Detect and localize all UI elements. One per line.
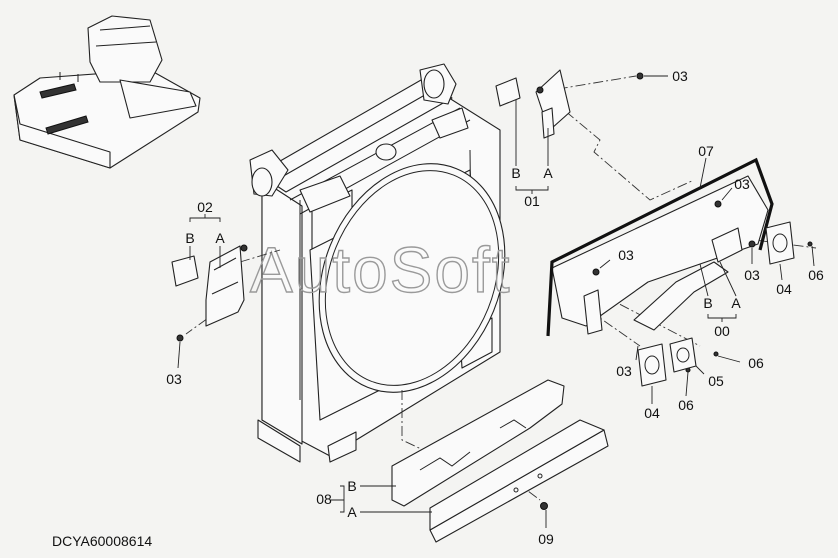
callout-08-b: B [347,478,356,494]
callout-00: 00 [714,323,730,339]
callout-04-low: 04 [644,405,660,421]
plate-05 [669,337,719,373]
callout-03-mid: 03 [618,247,634,263]
callout-03-upright: 03 [734,176,750,192]
callout-00-b: B [703,295,712,311]
bracket-02 [171,244,248,342]
plate-04-low [637,343,691,387]
callout-01-b: B [511,165,520,181]
cover-00 [546,157,774,337]
callout-08-a: A [347,504,357,520]
callout-05: 05 [708,373,724,389]
callout-04-right: 04 [776,281,792,297]
callout-08: 08 [316,491,332,507]
callout-06-low: 06 [678,397,694,413]
callout-02: 02 [197,199,213,215]
callout-02-a: A [215,230,225,246]
plate-04-right [765,221,813,265]
leader-lines [177,75,815,528]
callout-06-right: 06 [808,267,824,283]
callout-01-a: A [543,165,553,181]
support-08 [391,379,609,543]
callout-03-right: 03 [744,267,760,283]
callout-03-top: 03 [672,68,688,84]
drawing-code: DCYA60008614 [52,533,152,549]
callout-labels: 02 B A B A 01 B A 00 03 03 03 03 03 03 0… [166,68,824,547]
callout-07: 07 [698,143,714,159]
bracket-01 [495,69,644,139]
callout-03-left: 03 [166,371,182,387]
callout-00-a: A [731,295,741,311]
watermark-text: AutoSoft [250,234,512,306]
callout-06-mid: 06 [748,355,764,371]
excavator-locator-thumbnail [13,15,201,169]
callout-01: 01 [524,193,540,209]
callout-03-low: 03 [616,363,632,379]
callout-02-b: B [185,230,194,246]
fan-shroud [318,163,506,393]
callout-09: 09 [538,531,554,547]
